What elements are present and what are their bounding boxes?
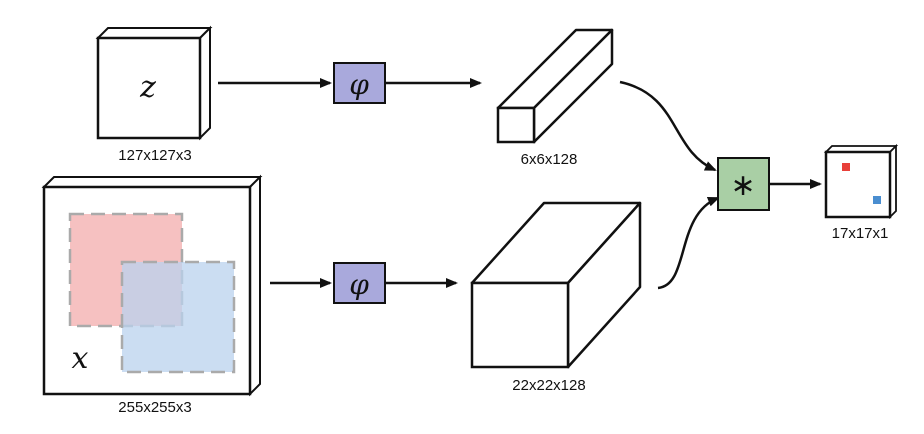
cross-correlation-box: ∗ bbox=[717, 157, 770, 211]
embedding-box-bottom: φ bbox=[333, 262, 386, 304]
exemplar-symbol: z bbox=[139, 70, 156, 105]
embedding-symbol-bottom: φ bbox=[349, 268, 369, 301]
cross-correlation-symbol: ∗ bbox=[730, 168, 755, 203]
embedding-symbol-top: φ bbox=[349, 68, 369, 101]
search-feature-block bbox=[470, 201, 642, 369]
score-map-blue-peak bbox=[873, 196, 881, 204]
score-map-red-peak bbox=[842, 163, 850, 171]
search-image: x bbox=[41, 174, 263, 397]
score-map bbox=[823, 143, 899, 220]
search-size-label: 255x255x3 bbox=[118, 399, 191, 416]
exemplar-image: z bbox=[95, 25, 213, 141]
score-map-size-label: 17x17x1 bbox=[832, 225, 889, 242]
arrow-exemplar-features-to-correlation bbox=[619, 80, 717, 172]
embedding-box-top: φ bbox=[333, 62, 386, 104]
search-symbol: x bbox=[72, 341, 89, 376]
search-features-size-label: 22x22x128 bbox=[512, 377, 585, 394]
blue-subwindow bbox=[120, 260, 236, 374]
arrow-search-features-to-correlation bbox=[657, 196, 720, 290]
exemplar-feature-block bbox=[496, 28, 614, 144]
exemplar-features-size-label: 6x6x128 bbox=[521, 151, 578, 168]
exemplar-size-label: 127x127x3 bbox=[118, 147, 191, 164]
